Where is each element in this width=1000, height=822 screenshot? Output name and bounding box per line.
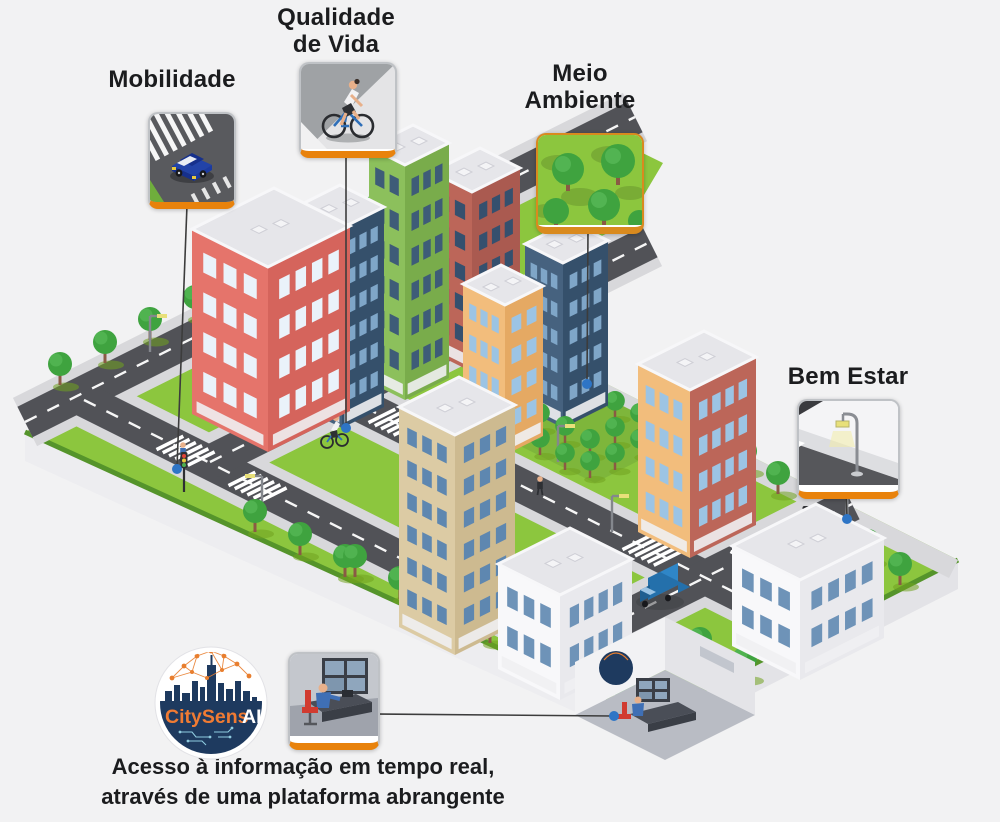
label-qualidade-line1: Qualidade <box>277 4 395 31</box>
tree <box>888 552 919 592</box>
connector-dot <box>582 379 592 389</box>
citysensai-logo: CitySens AI <box>154 646 268 760</box>
connector-line <box>176 204 188 468</box>
tree <box>580 450 606 484</box>
control-room <box>575 617 755 760</box>
tree <box>580 428 606 462</box>
tree <box>343 544 374 584</box>
caption-line2: através de uma plataforma abrangente <box>101 784 505 809</box>
street-lamp <box>610 494 629 532</box>
label-meio-ambiente: Meio Ambiente <box>500 60 660 114</box>
card-mobilidade <box>148 112 236 209</box>
connector-dot <box>172 464 182 474</box>
connector-dot <box>341 423 351 433</box>
building-salmon <box>188 186 354 452</box>
building-tan-tower <box>395 375 519 655</box>
card-meio-ambiente <box>536 133 644 234</box>
tree <box>288 522 319 562</box>
cyclist-icon <box>301 64 395 149</box>
park-trees-icon <box>538 135 642 225</box>
street-lamp-icon <box>799 401 898 485</box>
car-at-crosswalk-icon <box>150 114 234 202</box>
logo-text-ai: AI <box>242 706 262 728</box>
platform-side <box>25 432 650 746</box>
connector-line <box>586 229 589 383</box>
truck-blue <box>636 563 690 610</box>
logo-text-citysens: CitySens <box>165 706 249 728</box>
label-qualidade-line2: de Vida <box>292 31 380 58</box>
card-bem-estar <box>797 399 900 499</box>
label-meio-line1: Meio <box>552 60 608 87</box>
building-orange-right <box>634 329 760 558</box>
tree <box>93 330 124 370</box>
connector-dot <box>842 514 852 524</box>
tree <box>605 442 631 476</box>
label-mobilidade: Mobilidade <box>108 66 236 93</box>
street-lamp <box>148 314 167 352</box>
caption-text: Acesso à informação em tempo real, atrav… <box>78 752 528 812</box>
traffic-light <box>180 452 188 492</box>
card-plataforma <box>288 652 380 750</box>
label-bem-estar: Bem Estar <box>787 363 909 390</box>
tree <box>48 352 79 392</box>
pedestrian <box>536 476 544 496</box>
tree <box>766 461 797 501</box>
caption-line1: Acesso à informação em tempo real, <box>111 754 495 779</box>
label-qualidade-de-vida: Qualidade de Vida <box>256 4 416 58</box>
label-meio-line2: Ambiente <box>524 87 636 114</box>
tree <box>243 499 274 539</box>
card-qualidade-de-vida <box>299 62 397 158</box>
tree <box>555 442 581 476</box>
connector-line <box>374 713 613 717</box>
connector-dot <box>609 711 619 721</box>
control-room-operator-icon <box>290 654 378 736</box>
